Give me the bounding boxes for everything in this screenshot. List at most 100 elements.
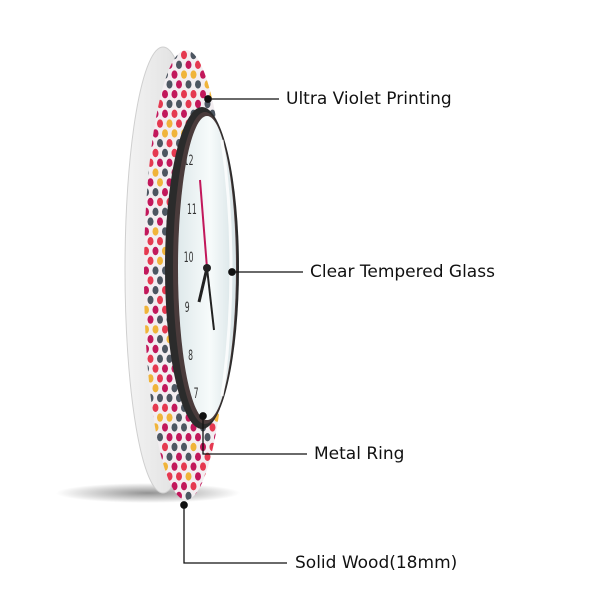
svg-text:8: 8 xyxy=(188,348,193,364)
pattern-dot xyxy=(195,80,201,89)
pattern-dot xyxy=(214,99,220,109)
pattern-dot xyxy=(219,90,225,99)
label-metal-ring: Metal Ring xyxy=(314,444,405,464)
pattern-dot xyxy=(219,109,225,119)
svg-text:11: 11 xyxy=(187,202,197,218)
pattern-dot xyxy=(162,188,168,197)
pattern-dot xyxy=(157,315,163,324)
pattern-dot xyxy=(162,325,168,334)
pattern-dot xyxy=(152,403,159,412)
pattern-dot xyxy=(152,207,159,216)
pattern-dot xyxy=(152,325,159,334)
pattern-dot xyxy=(152,129,159,138)
pattern-dot xyxy=(219,423,225,432)
pattern-dot xyxy=(152,344,159,354)
pattern-dot xyxy=(190,70,197,79)
pattern-dot xyxy=(171,462,178,471)
pattern-dot xyxy=(152,286,159,295)
pattern-dot xyxy=(152,305,159,314)
pattern-dot xyxy=(200,462,206,471)
pattern-dot xyxy=(219,50,225,60)
pattern-dot xyxy=(181,70,187,79)
pattern-dot xyxy=(157,158,163,167)
pattern-dot xyxy=(223,99,228,109)
pattern-dot xyxy=(157,295,163,305)
pattern-dot xyxy=(200,70,206,79)
pattern-dot xyxy=(190,462,197,471)
pattern-dot xyxy=(147,276,154,285)
pattern-dot xyxy=(223,413,228,422)
pattern-dot xyxy=(162,403,168,412)
pattern-dot xyxy=(166,452,173,461)
pattern-dot xyxy=(166,99,173,109)
pattern-dot xyxy=(162,148,168,158)
pattern-dot xyxy=(162,109,168,119)
pattern-dot xyxy=(185,433,192,442)
pattern-dot xyxy=(157,256,163,265)
pattern-dot xyxy=(147,374,154,383)
pattern-dot xyxy=(157,139,163,148)
pattern-dot xyxy=(176,99,182,109)
pattern-dot xyxy=(157,335,163,344)
pattern-dot xyxy=(209,70,216,79)
leader-lines xyxy=(180,95,307,564)
label-clear-tempered-glass: Clear Tempered Glass xyxy=(310,262,495,282)
leader-line-ring xyxy=(202,416,307,455)
pattern-dot xyxy=(144,286,149,295)
pattern-dot xyxy=(147,315,154,324)
pattern-dot xyxy=(219,462,225,471)
pattern-dot xyxy=(166,393,173,403)
pattern-dot xyxy=(162,384,168,393)
pattern-dot xyxy=(223,119,228,128)
pattern-dot xyxy=(152,364,159,373)
pattern-dot xyxy=(214,472,220,481)
pattern-dot xyxy=(176,60,182,69)
pattern-dot xyxy=(166,374,173,383)
svg-text:10: 10 xyxy=(184,250,194,266)
pattern-dot xyxy=(190,482,197,491)
pattern-dot xyxy=(147,354,154,363)
pattern-dot xyxy=(209,423,216,432)
pattern-dot xyxy=(162,90,168,99)
pattern-dot xyxy=(157,354,163,363)
pattern-dot xyxy=(166,158,173,167)
pattern-dot xyxy=(162,364,168,373)
pattern-dot xyxy=(209,462,216,471)
pattern-dot xyxy=(171,423,178,432)
pattern-dot xyxy=(144,50,149,60)
pattern-dot xyxy=(171,90,178,99)
pattern-dot xyxy=(195,472,201,481)
pattern-dot xyxy=(147,295,154,305)
pattern-dot xyxy=(176,452,182,461)
svg-text:12: 12 xyxy=(184,153,194,169)
pattern-dot xyxy=(166,354,173,363)
pattern-dot xyxy=(190,50,197,60)
pattern-dot xyxy=(181,423,187,432)
pattern-dot xyxy=(152,384,159,393)
pattern-dot xyxy=(176,119,182,128)
pattern-dot xyxy=(152,188,159,197)
pattern-dot xyxy=(166,139,173,148)
pattern-dot xyxy=(157,413,163,422)
pattern-dot xyxy=(204,80,211,89)
pattern-dot xyxy=(162,207,168,216)
pattern-dot xyxy=(157,178,163,187)
pattern-dot xyxy=(144,246,149,256)
svg-text:9: 9 xyxy=(185,300,190,316)
pattern-dot xyxy=(209,442,216,452)
pattern-dot xyxy=(185,80,192,89)
pattern-dot xyxy=(223,472,228,481)
pattern-dot xyxy=(147,197,154,207)
pattern-dot xyxy=(157,197,163,207)
pattern-dot xyxy=(162,129,168,138)
pattern-dot xyxy=(181,442,187,452)
pattern-dot xyxy=(223,433,228,442)
pattern-dot xyxy=(162,423,168,432)
label-solid-wood: Solid Wood(18mm) xyxy=(295,553,458,573)
pattern-dot xyxy=(152,148,159,158)
pattern-dot xyxy=(181,90,187,99)
pattern-dot xyxy=(166,80,173,89)
pattern-dot xyxy=(147,217,154,226)
svg-text:7: 7 xyxy=(194,386,199,402)
pattern-dot xyxy=(185,99,192,109)
